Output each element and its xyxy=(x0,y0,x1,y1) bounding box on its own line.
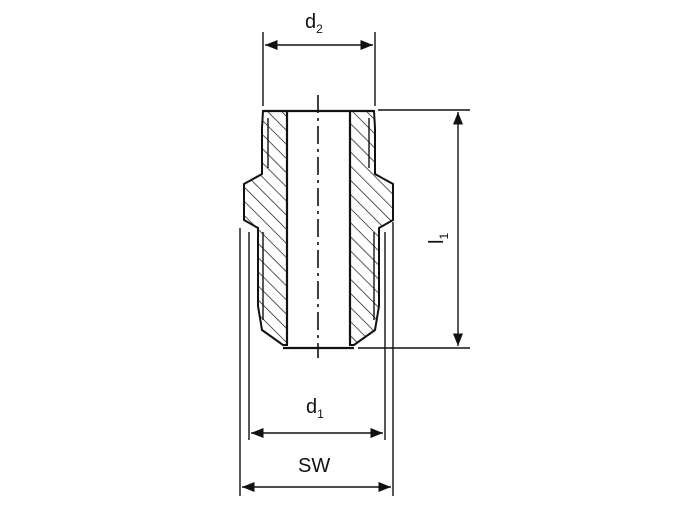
d2-label: d2 xyxy=(305,11,323,36)
d1-label: d1 xyxy=(306,396,324,421)
left-wall-section xyxy=(243,110,288,346)
sw-label: SW xyxy=(298,455,330,477)
l1-label: l1 xyxy=(426,233,451,244)
right-wall-section xyxy=(349,110,394,346)
